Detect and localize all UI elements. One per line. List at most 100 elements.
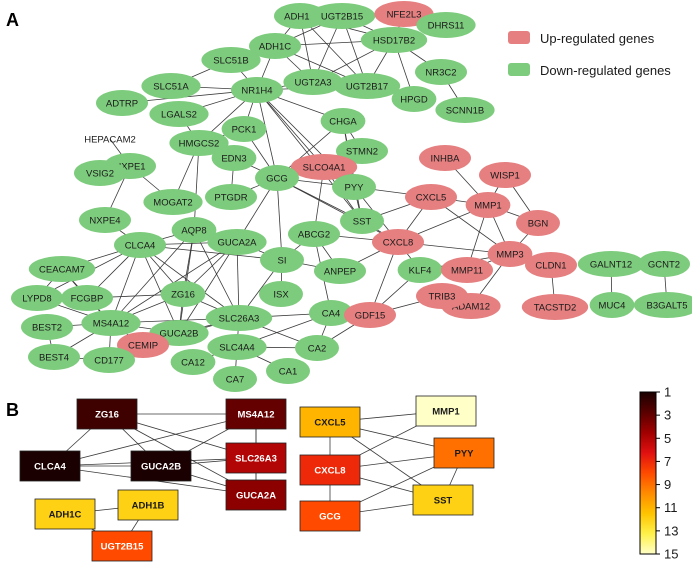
node-cldn1[interactable]: CLDN1: [525, 252, 577, 278]
node-zg16-label: ZG16: [171, 290, 195, 301]
node-mmp1[interactable]: MMP1: [465, 192, 511, 218]
node-cxcl8[interactable]: CXCL8: [372, 229, 424, 255]
node-cxcl8-label: CXCL8: [383, 238, 414, 249]
node-gcg[interactable]: GCG: [255, 165, 299, 191]
node-si[interactable]: SI: [260, 247, 304, 273]
legend: Up-regulated genes Down-regulated genes: [508, 31, 671, 78]
node-stmn2[interactable]: STMN2: [336, 138, 388, 164]
node-best4[interactable]: BEST4: [28, 344, 80, 370]
node-galnt12[interactable]: GALNT12: [577, 251, 645, 277]
node-hmgcs2[interactable]: HMGCS2: [169, 130, 229, 156]
node-abcg2[interactable]: ABCG2: [288, 221, 340, 247]
node-aqp8[interactable]: AQP8: [171, 217, 217, 243]
hub-node-cxcl5[interactable]: CXCL5: [299, 406, 361, 438]
node-lypd8[interactable]: LYPD8: [11, 285, 63, 311]
node-slco4a1[interactable]: SLCO4A1: [290, 154, 358, 180]
node-slc26a3-label: SLC26A3: [219, 314, 260, 325]
node-ms4a12[interactable]: MS4A12: [81, 310, 141, 336]
node-pyy[interactable]: PYY: [332, 174, 376, 200]
node-muc4[interactable]: MUC4: [589, 292, 635, 318]
node-hepacam2[interactable]: HEPACAM2: [84, 135, 136, 146]
node-ca2[interactable]: CA2: [295, 335, 339, 361]
node-hepacam2-label: HEPACAM2: [84, 135, 136, 146]
node-nr1h4[interactable]: NR1H4: [231, 77, 283, 103]
hub-node-adh1b[interactable]: ADH1B: [117, 489, 179, 521]
node-anpep[interactable]: ANPEP: [314, 258, 366, 284]
node-mmp1-label: MMP1: [474, 201, 501, 212]
node-mmp11[interactable]: MMP11: [441, 257, 493, 283]
node-ugt2b15[interactable]: UGT2B15: [308, 3, 376, 29]
node-ca4[interactable]: CA4: [309, 300, 353, 326]
node-gcnt2[interactable]: GCNT2: [638, 251, 690, 277]
node-cd177[interactable]: CD177: [83, 347, 135, 373]
node-best2[interactable]: BEST2: [21, 314, 73, 340]
node-edn3[interactable]: EDN3: [211, 145, 257, 171]
node-cemip[interactable]: CEMIP: [117, 332, 169, 358]
node-hpgd[interactable]: HPGD: [391, 86, 437, 112]
node-nr3c2[interactable]: NR3C2: [415, 59, 467, 85]
node-aqp8-label: AQP8: [181, 226, 206, 237]
node-chga[interactable]: CHGA: [320, 108, 366, 134]
node-ca4-label: CA4: [322, 309, 340, 320]
node-dhrs11[interactable]: DHRS11: [416, 12, 476, 38]
hub-node-mmp1[interactable]: MMP1: [415, 395, 477, 427]
node-sst[interactable]: SST: [340, 208, 384, 234]
node-gdf15[interactable]: GDF15: [344, 302, 396, 328]
node-ceacam7[interactable]: CEACAM7: [28, 256, 96, 282]
node-bgn[interactable]: BGN: [516, 210, 560, 236]
hub-node-ms4a12[interactable]: MS4A12: [225, 398, 287, 430]
node-adtrp[interactable]: ADTRP: [96, 90, 148, 116]
hub-node-gcg[interactable]: GCG: [299, 500, 361, 532]
node-klf4[interactable]: KLF4: [397, 257, 443, 283]
node-zg16[interactable]: ZG16: [160, 281, 206, 307]
node-adh1c[interactable]: ADH1C: [249, 33, 301, 59]
node-nr1h4-label: NR1H4: [241, 86, 272, 97]
node-ca12[interactable]: CA12: [170, 349, 216, 375]
hub-node-sst-label: SST: [434, 496, 453, 507]
node-pck1[interactable]: PCK1: [221, 116, 267, 142]
hub-node-adh1c[interactable]: ADH1C: [34, 498, 96, 530]
node-wisp1[interactable]: WISP1: [479, 162, 531, 188]
node-guca2a[interactable]: GUCA2A: [207, 229, 267, 255]
node-lgals2[interactable]: LGALS2: [149, 101, 209, 127]
node-vsig2[interactable]: VSIG2: [74, 160, 126, 186]
node-mogat2-label: MOGAT2: [153, 198, 192, 209]
hub-node-clca4[interactable]: CLCA4: [19, 450, 81, 482]
hub-node-pyy[interactable]: PYY: [433, 437, 495, 469]
node-cxcl5[interactable]: CXCL5: [405, 184, 457, 210]
node-isx[interactable]: ISX: [259, 281, 303, 307]
node-nxpe4[interactable]: NXPE4: [79, 207, 131, 233]
hub-node-guca2b[interactable]: GUCA2B: [130, 450, 192, 482]
node-adh1b[interactable]: ADH1B: [274, 3, 326, 29]
node-mogat2[interactable]: MOGAT2: [143, 189, 203, 215]
node-slc51b[interactable]: SLC51B: [201, 47, 261, 73]
node-tacstd2-shape: [521, 294, 589, 320]
node-ca7[interactable]: CA7: [213, 366, 257, 392]
node-slc26a3[interactable]: SLC26A3: [205, 305, 273, 331]
node-trib3[interactable]: TRIB3: [416, 283, 468, 309]
hub-node-sst[interactable]: SST: [412, 484, 474, 516]
node-scnn1b[interactable]: SCNN1B: [435, 97, 495, 123]
node-slc4a4-label: SLC4A4: [219, 343, 254, 354]
node-mmp3[interactable]: MMP3: [487, 241, 533, 267]
hub-node-slc26a3[interactable]: SLC26A3: [225, 442, 287, 474]
node-hsd17b2[interactable]: HSD17B2: [360, 27, 428, 53]
node-ptgdr[interactable]: PTGDR: [205, 184, 257, 210]
hub-node-guca2a[interactable]: GUCA2A: [225, 479, 287, 511]
node-ugt2a3[interactable]: UGT2A3: [283, 69, 343, 95]
node-slc51a[interactable]: SLC51A: [141, 73, 201, 99]
node-inhba[interactable]: INHBA: [419, 145, 471, 171]
hub-node-slc26a3-box: [225, 442, 287, 474]
node-tacstd2[interactable]: TACSTD2: [521, 294, 589, 320]
node-fcgbp[interactable]: FCGBP: [61, 285, 113, 311]
node-ca1[interactable]: CA1: [266, 358, 310, 384]
node-slc4a4[interactable]: SLC4A4: [207, 334, 267, 360]
hub-node-zg16[interactable]: ZG16: [76, 398, 138, 430]
node-ca12-label: CA12: [181, 358, 205, 369]
node-b3galt5[interactable]: B3GALT5: [633, 292, 692, 318]
node-ugt2b17[interactable]: UGT2B17: [333, 73, 401, 99]
node-ugt2b17-shape: [333, 73, 401, 99]
hub-node-ugt2b15[interactable]: UGT2B15: [91, 530, 153, 562]
node-clca4[interactable]: CLCA4: [114, 232, 166, 258]
hub-node-cxcl8[interactable]: CXCL8: [299, 454, 361, 486]
